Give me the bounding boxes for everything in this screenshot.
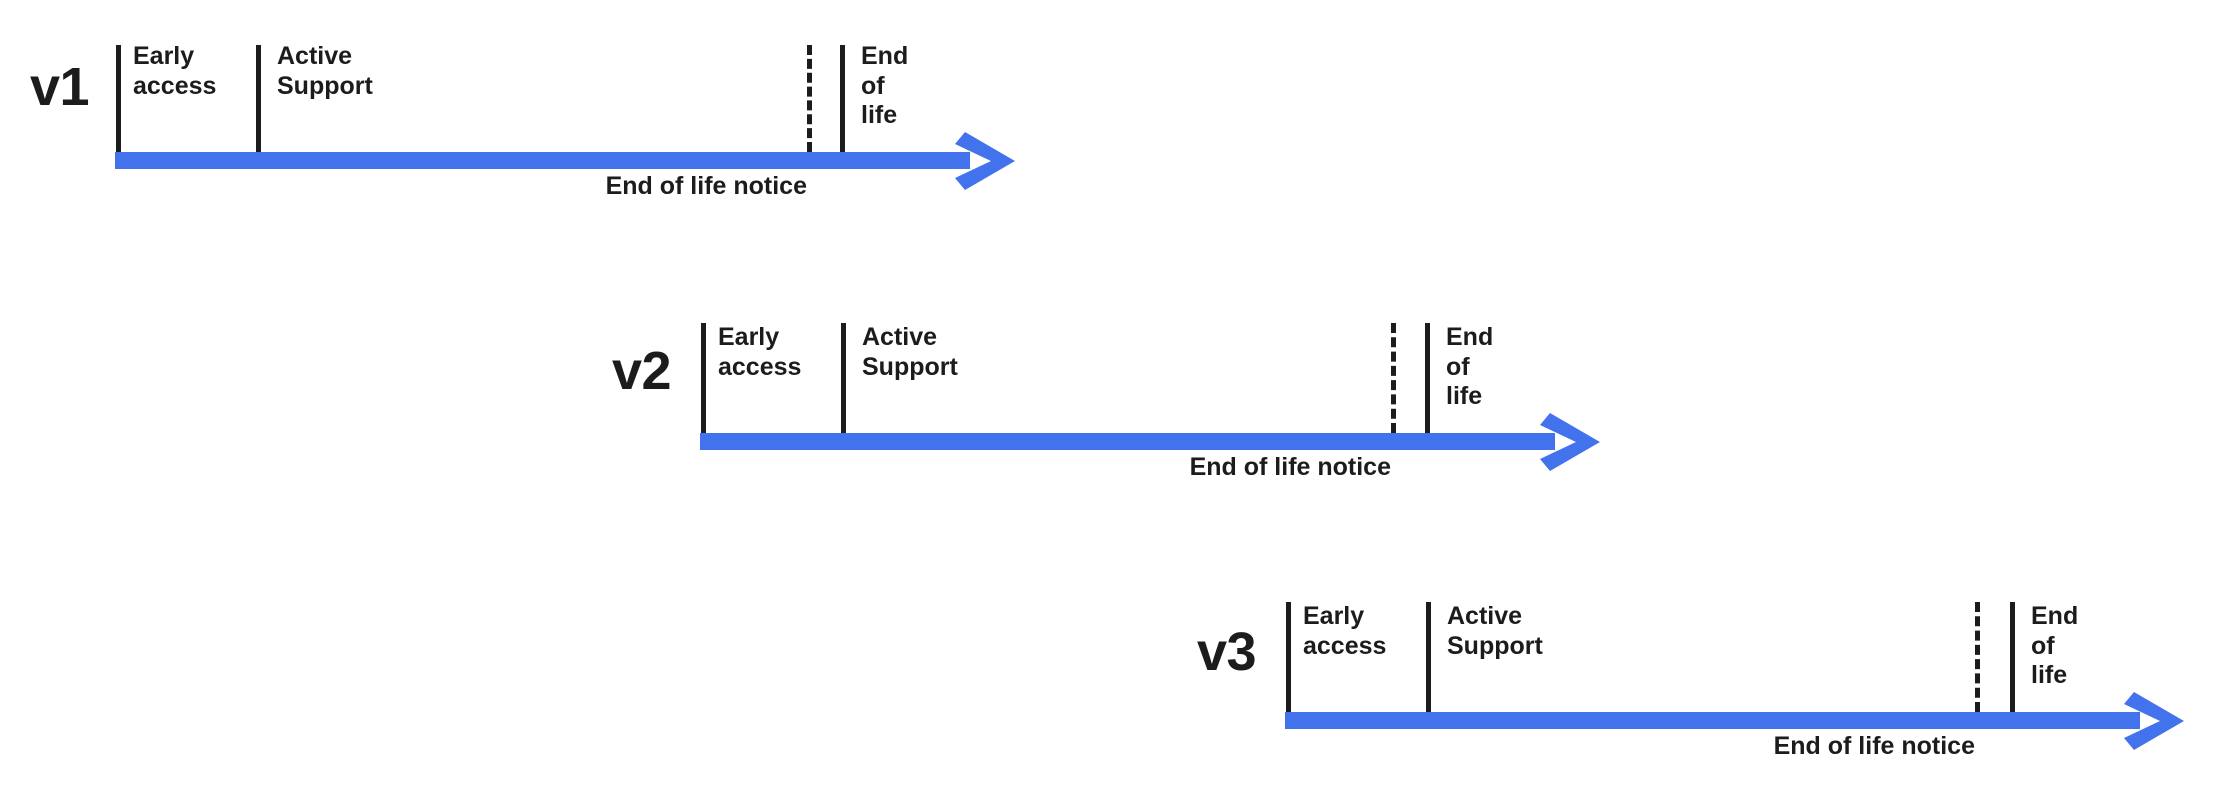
phase-divider-v1-1 (256, 45, 261, 152)
phase-divider-v2-1 (841, 323, 846, 433)
phase-label-v2-2: End of life (1446, 323, 1494, 410)
phase-divider-v2-0 (701, 323, 706, 433)
phase-label-v3-1: Active Support (1447, 602, 1543, 660)
timeline-arrowhead-v1 (955, 132, 1015, 190)
phase-divider-v3-3 (2010, 602, 2015, 712)
phase-divider-v2-notice (1391, 323, 1396, 433)
timeline-shaft-v1 (115, 152, 970, 169)
version-label-v2: v2 (612, 341, 672, 401)
timeline-shaft-v2 (700, 433, 1555, 450)
phase-label-v2-1: Active Support (862, 323, 958, 381)
phase-divider-v1-notice (807, 45, 812, 152)
version-label-v3: v3 (1197, 622, 1257, 682)
end-of-life-notice-label-v1: End of life notice (605, 172, 807, 200)
phase-label-v2-0: Early access (718, 323, 802, 381)
phase-divider-v3-0 (1286, 602, 1291, 712)
phase-divider-v1-0 (116, 45, 121, 152)
end-of-life-notice-label-v3: End of life notice (1773, 732, 1975, 760)
phase-label-v1-2: End of life (861, 42, 909, 129)
phase-label-v3-0: Early access (1303, 602, 1387, 660)
phase-label-v3-2: End of life (2031, 602, 2079, 689)
phase-divider-v3-notice (1975, 602, 1980, 712)
timeline-shaft-v3 (1285, 712, 2140, 729)
phase-divider-v1-3 (840, 45, 845, 152)
phase-label-v1-1: Active Support (277, 42, 373, 100)
timeline-arrowhead-v2 (1540, 413, 1600, 471)
phase-divider-v3-1 (1426, 602, 1431, 712)
version-label-v1: v1 (30, 57, 90, 117)
phase-label-v1-0: Early access (133, 42, 217, 100)
end-of-life-notice-label-v2: End of life notice (1189, 453, 1391, 481)
phase-divider-v2-3 (1425, 323, 1430, 433)
timeline-arrowhead-v3 (2124, 692, 2184, 750)
